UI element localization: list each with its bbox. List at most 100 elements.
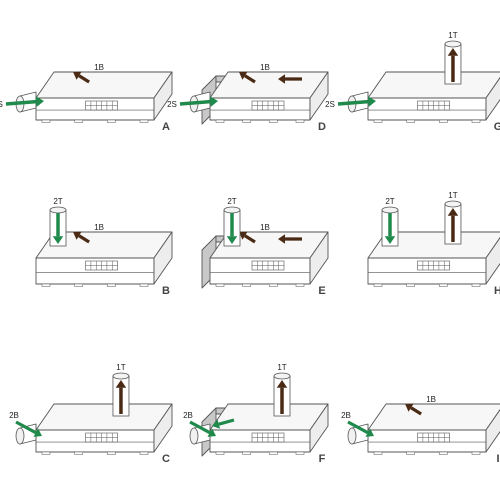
unit-foot: [471, 119, 481, 123]
unit-side: [153, 231, 173, 285]
collar-opening: [15, 427, 25, 445]
label-1b: 1B: [260, 63, 270, 72]
unit-foot: [215, 283, 225, 287]
arrow-1t: [276, 380, 288, 414]
panel-letter: I: [496, 453, 499, 465]
unit-foot: [215, 451, 225, 455]
label-1b: 1B: [94, 63, 104, 72]
unit-foot: [107, 119, 116, 123]
unit-top: [367, 403, 500, 431]
unit-foot: [139, 283, 149, 287]
arrow-1b: [239, 231, 256, 244]
unit-foot: [295, 119, 305, 123]
unit-foot: [107, 451, 116, 455]
panel-letter: D: [318, 121, 326, 133]
arrow-1t: [447, 48, 459, 82]
unit-foot: [373, 119, 383, 123]
unit-top: [209, 71, 329, 99]
label-2t: 2T: [53, 197, 62, 206]
unit-foot: [74, 451, 83, 455]
unit-top: [367, 71, 500, 99]
arrow-2s: [337, 96, 376, 107]
unit-foot: [139, 451, 149, 455]
unit-foot: [439, 451, 448, 455]
arrow-duct: [278, 74, 302, 84]
panel-g: 2S 1T G: [325, 31, 500, 133]
unit-foot: [41, 283, 51, 287]
label-2s: 2S: [0, 100, 3, 109]
unit-side: [485, 408, 500, 453]
unit-foot: [41, 451, 51, 455]
unit-side: [309, 231, 329, 285]
unit-foot: [373, 451, 383, 455]
label-2s: 2S: [325, 100, 335, 109]
panel-letter: E: [318, 285, 325, 297]
unit-foot: [406, 119, 415, 123]
panel-e: 1B 2T E: [201, 197, 329, 297]
unit-foot: [269, 451, 278, 455]
arrow-duct: [278, 234, 302, 244]
unit-side: [485, 76, 500, 121]
arrow-2b: [347, 420, 374, 437]
unit-foot: [439, 119, 448, 123]
unit-side: [485, 236, 500, 285]
unit-foot: [295, 283, 305, 287]
label-1b: 1B: [260, 223, 270, 232]
arrow-2s: [179, 96, 218, 107]
unit-side: [153, 71, 173, 121]
arrow-2t: [384, 213, 396, 244]
arrow-1t: [447, 208, 459, 242]
arrow-2s: [5, 96, 44, 107]
unit-foot: [242, 283, 251, 287]
label-1t: 1T: [116, 363, 125, 372]
panel-f: 2B 1T F: [183, 363, 329, 465]
arrow-1b: [239, 71, 256, 84]
unit-foot: [406, 283, 415, 287]
unit-top: [35, 403, 173, 431]
unit-foot: [269, 283, 278, 287]
unit-foot: [471, 451, 481, 455]
label-2t: 2T: [227, 197, 236, 206]
panel-letter: F: [319, 453, 326, 465]
label-1t: 1T: [448, 31, 457, 40]
label-2b: 2B: [183, 411, 193, 420]
unit-foot: [373, 283, 383, 287]
arrow-2t: [226, 213, 238, 244]
arrow-1b: [73, 71, 90, 84]
panel-letter: G: [494, 121, 500, 133]
label-1t: 1T: [448, 191, 457, 200]
unit-foot: [74, 283, 83, 287]
panel-letter: H: [494, 285, 500, 297]
arrow-2b: [189, 420, 216, 437]
unit-foot: [242, 119, 251, 123]
unit-foot: [139, 119, 149, 123]
collar-opening: [347, 427, 357, 445]
arrow-duct-in: [212, 418, 235, 429]
arrow-1b: [405, 403, 422, 416]
unit-foot: [439, 283, 448, 287]
unit-foot: [41, 119, 51, 123]
label-1b: 1B: [94, 223, 104, 232]
unit-side: [153, 403, 173, 453]
unit-foot: [471, 283, 481, 287]
unit-foot: [215, 119, 225, 123]
collar-opening: [189, 427, 199, 445]
label-2s: 2S: [167, 100, 177, 109]
unit-foot: [107, 283, 116, 287]
unit-foot: [242, 451, 251, 455]
label-1t: 1T: [277, 363, 286, 372]
arrow-1t: [115, 380, 127, 414]
panel-letter: C: [162, 453, 170, 465]
arrow-1b: [73, 231, 90, 244]
panel-a: 2S1BA: [0, 63, 173, 133]
unit-side: [309, 403, 329, 453]
unit-top: [209, 403, 329, 431]
unit-side: [309, 71, 329, 121]
panel-d: 2S 1B D: [167, 63, 329, 133]
unit-foot: [74, 119, 83, 123]
